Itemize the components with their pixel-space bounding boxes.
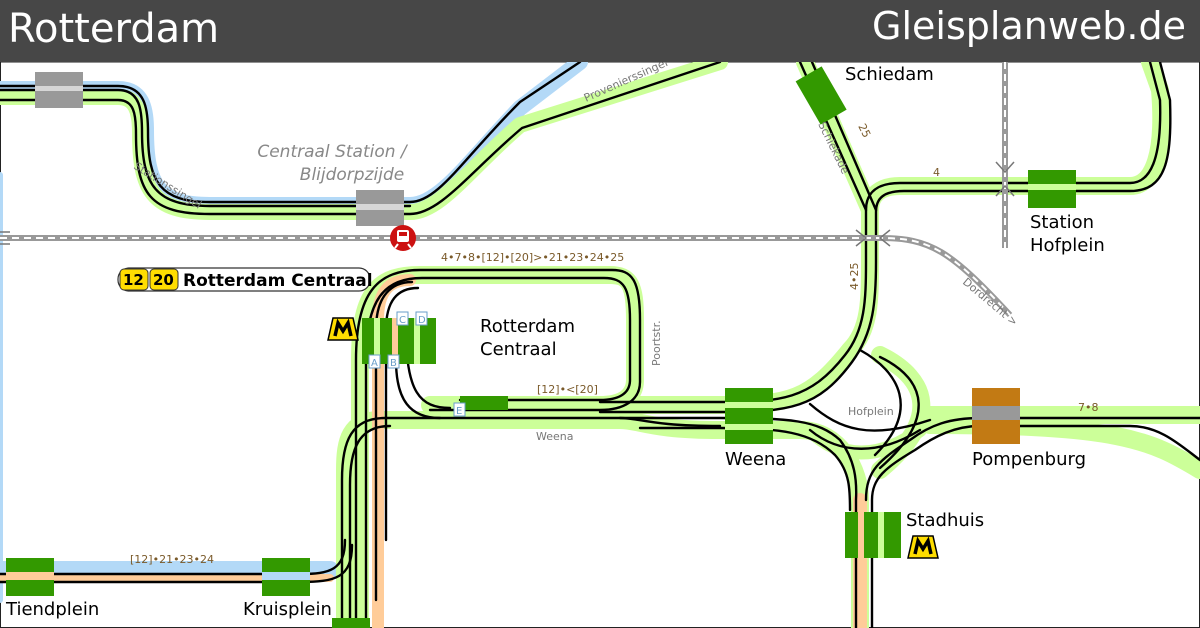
platform-code-e: E xyxy=(456,406,462,417)
station-centraal-line2[interactable]: Blijdorpzijde xyxy=(300,165,404,185)
station-hofplein-line2[interactable]: Hofplein xyxy=(1030,235,1105,256)
lines-inner: [12]•<[20] xyxy=(537,383,598,396)
lines-kruisplein: [12]•21•23•24 xyxy=(130,553,214,566)
train-icon xyxy=(390,225,416,251)
track-map: Schiedam Station Hofplein Rotterdam Cent… xyxy=(0,62,1200,628)
station-tiendplein[interactable]: Tiendplein xyxy=(5,599,99,620)
street-hofplein: Hofplein xyxy=(848,405,894,418)
lines-top-rc: 4•7•8•[12]•[20]>•21•23•24•25 xyxy=(441,251,624,264)
legend-line-20[interactable]: 20 xyxy=(153,271,174,289)
site-name[interactable]: Gleisplanweb.de xyxy=(872,4,1186,48)
lines-hofplein-vertical: 4•25 xyxy=(848,263,861,290)
legend-station-name[interactable]: Rotterdam Centraal xyxy=(183,271,373,291)
station-rc-line1[interactable]: Rotterdam xyxy=(480,316,575,337)
platform-codes: A B C D E xyxy=(368,311,466,417)
platform-code-c: C xyxy=(399,315,406,326)
station-stadhuis[interactable]: Stadhuis xyxy=(906,510,984,531)
station-rc-line2[interactable]: Centraal xyxy=(480,339,557,360)
platforms xyxy=(6,66,1076,628)
map-title: Rotterdam xyxy=(8,6,220,52)
lines-pompenburg: 7•8 xyxy=(1078,401,1099,414)
street-poortstr: Poortstr. xyxy=(650,320,663,366)
platform-code-b: B xyxy=(390,358,397,369)
header-bar: Rotterdam Gleisplanweb.de xyxy=(0,0,1200,62)
station-centraal-line1[interactable]: Centraal Station / xyxy=(257,142,409,162)
station-kruisplein[interactable]: Kruisplein xyxy=(243,599,332,620)
metro-icon xyxy=(327,317,359,341)
metro-icon xyxy=(907,535,939,559)
legend-line-12[interactable]: 12 xyxy=(123,271,144,289)
station-pompenburg[interactable]: Pompenburg xyxy=(972,449,1086,470)
platform-code-d: D xyxy=(418,315,426,326)
line-legend: 12 20 Rotterdam Centraal xyxy=(117,267,373,292)
lines-station-hofplein: 4 xyxy=(933,166,940,179)
platform-code-a: A xyxy=(371,358,378,369)
street-weena: Weena xyxy=(536,430,573,443)
mainline-railway xyxy=(0,62,1015,318)
lines-schiekade: 25 xyxy=(855,122,873,140)
station-hofplein-line1[interactable]: Station xyxy=(1030,212,1094,233)
station-schiedam[interactable]: Schiedam xyxy=(845,64,934,85)
station-weena[interactable]: Weena xyxy=(725,449,786,470)
